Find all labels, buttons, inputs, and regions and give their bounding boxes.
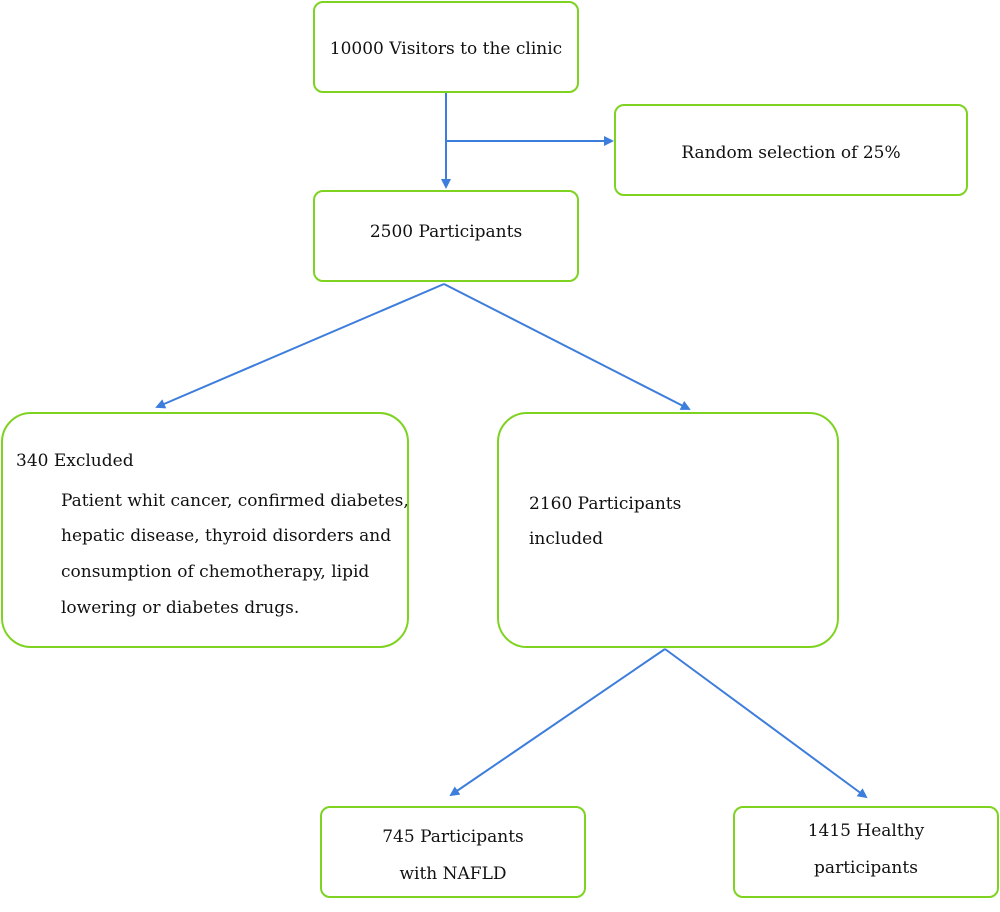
random-selection-label: Random selection of 25% — [681, 143, 901, 163]
participants-label: 2500 Participants — [369, 222, 523, 242]
nafld-label-line: with NAFLD — [399, 864, 507, 884]
arrow-participants-to-included — [443, 283, 691, 410]
healthy-label-line: participants — [814, 858, 918, 878]
excluded-detail-line: hepatic disease, thyroid disorders and — [61, 526, 392, 546]
excluded-title: 340 Excluded — [16, 451, 134, 471]
included-label-line: 2160 Participants — [529, 494, 682, 514]
nafld-node: 745 Participants with NAFLD — [320, 806, 586, 898]
visitors-node: 10000 Visitors to the clinic — [313, 1, 579, 93]
healthy-node: 1415 Healthy participants — [733, 806, 999, 898]
arrow-included-to-healthy — [664, 648, 868, 799]
arrow-participants-to-excluded — [155, 283, 445, 409]
participants-node: 2500 Participants — [313, 190, 579, 282]
excluded-detail-line: lowering or diabetes drugs. — [61, 598, 300, 618]
included-node: 2160 Participants included — [497, 412, 839, 648]
included-label-line: included — [529, 529, 604, 549]
excluded-detail-line: Patient whit cancer, confirmed diabetes, — [61, 491, 409, 511]
excluded-node: 340 Excluded Patient whit cancer, confir… — [1, 412, 409, 648]
arrow-included-to-nafld — [449, 648, 666, 797]
random-selection-node: Random selection of 25% — [614, 104, 968, 196]
healthy-label-line: 1415 Healthy — [807, 821, 925, 841]
nafld-label-line: 745 Participants — [382, 827, 524, 847]
excluded-detail-line: consumption of chemotherapy, lipid — [61, 562, 370, 582]
visitors-label: 10000 Visitors to the clinic — [329, 39, 563, 59]
